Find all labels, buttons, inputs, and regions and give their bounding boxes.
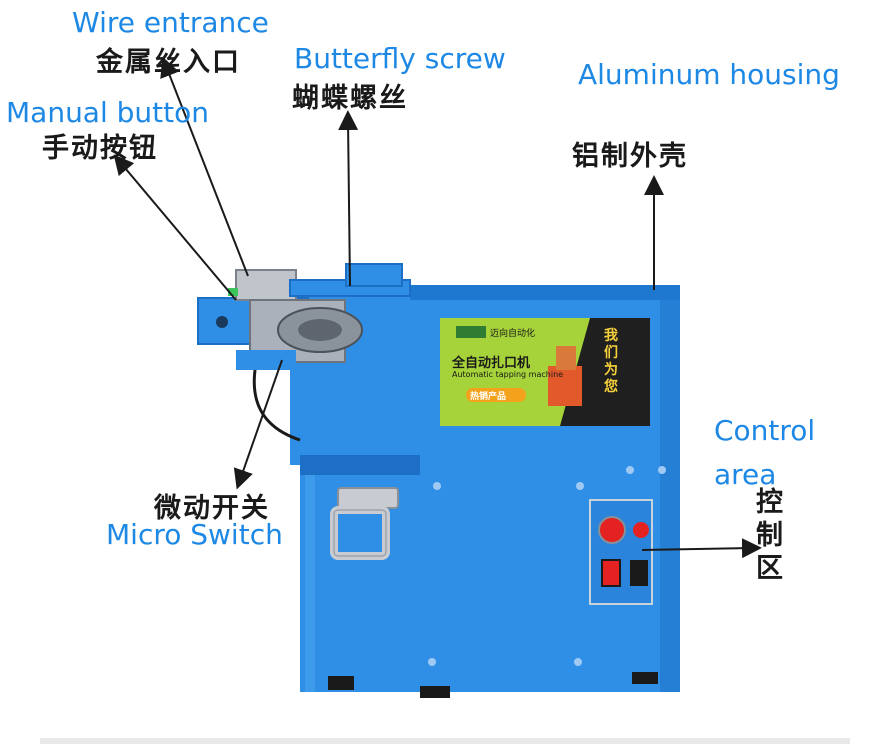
manual-button-label-cn: 手动按钮	[42, 133, 158, 164]
wire-entrance-label-en: Wire entrance	[72, 6, 269, 39]
aluminum-housing-label-cn: 铝制外壳	[572, 141, 688, 172]
leader-lines	[113, 56, 762, 559]
control-area-line	[641, 538, 762, 559]
wire-entrance-label-cn: 金属丝入口	[96, 47, 241, 78]
sticker-badge: 热销产品	[470, 392, 507, 402]
side-handle	[330, 487, 399, 560]
sticker-slogan: 我们为您	[604, 328, 618, 395]
micro-switch-label-cn: 微动开关	[154, 493, 270, 524]
control-area-label-en-line1: Control	[714, 414, 816, 447]
butterfly-screw-label-en: Butterfly screw	[294, 42, 506, 75]
micro-switch-label-en: Micro Switch	[106, 518, 283, 551]
manual-button-label-en: Manual button	[6, 96, 209, 129]
floor-shadow	[40, 738, 850, 744]
aluminum-housing-label-en: Aluminum housing	[578, 58, 840, 91]
butterfly-screw-line	[338, 110, 359, 287]
manual-button-line	[113, 154, 237, 301]
control-area-label-en-line2: area	[714, 458, 777, 491]
wire-entrance-line	[160, 56, 249, 277]
machine-feet	[328, 672, 658, 698]
butterfly-screw-label-cn: 蝴蝶螺丝	[292, 83, 408, 114]
sticker-title: 全自动扎口机	[452, 356, 531, 371]
tying-head	[197, 263, 411, 442]
control-area-label-cn: 控制区	[756, 487, 783, 584]
micro-switch-line	[233, 359, 283, 490]
sticker-subtitle: Automatic tapping machine	[452, 370, 564, 379]
product-sticker	[440, 318, 650, 426]
sticker-brand: 迈向自动化	[490, 329, 536, 339]
control-panel	[589, 499, 653, 605]
